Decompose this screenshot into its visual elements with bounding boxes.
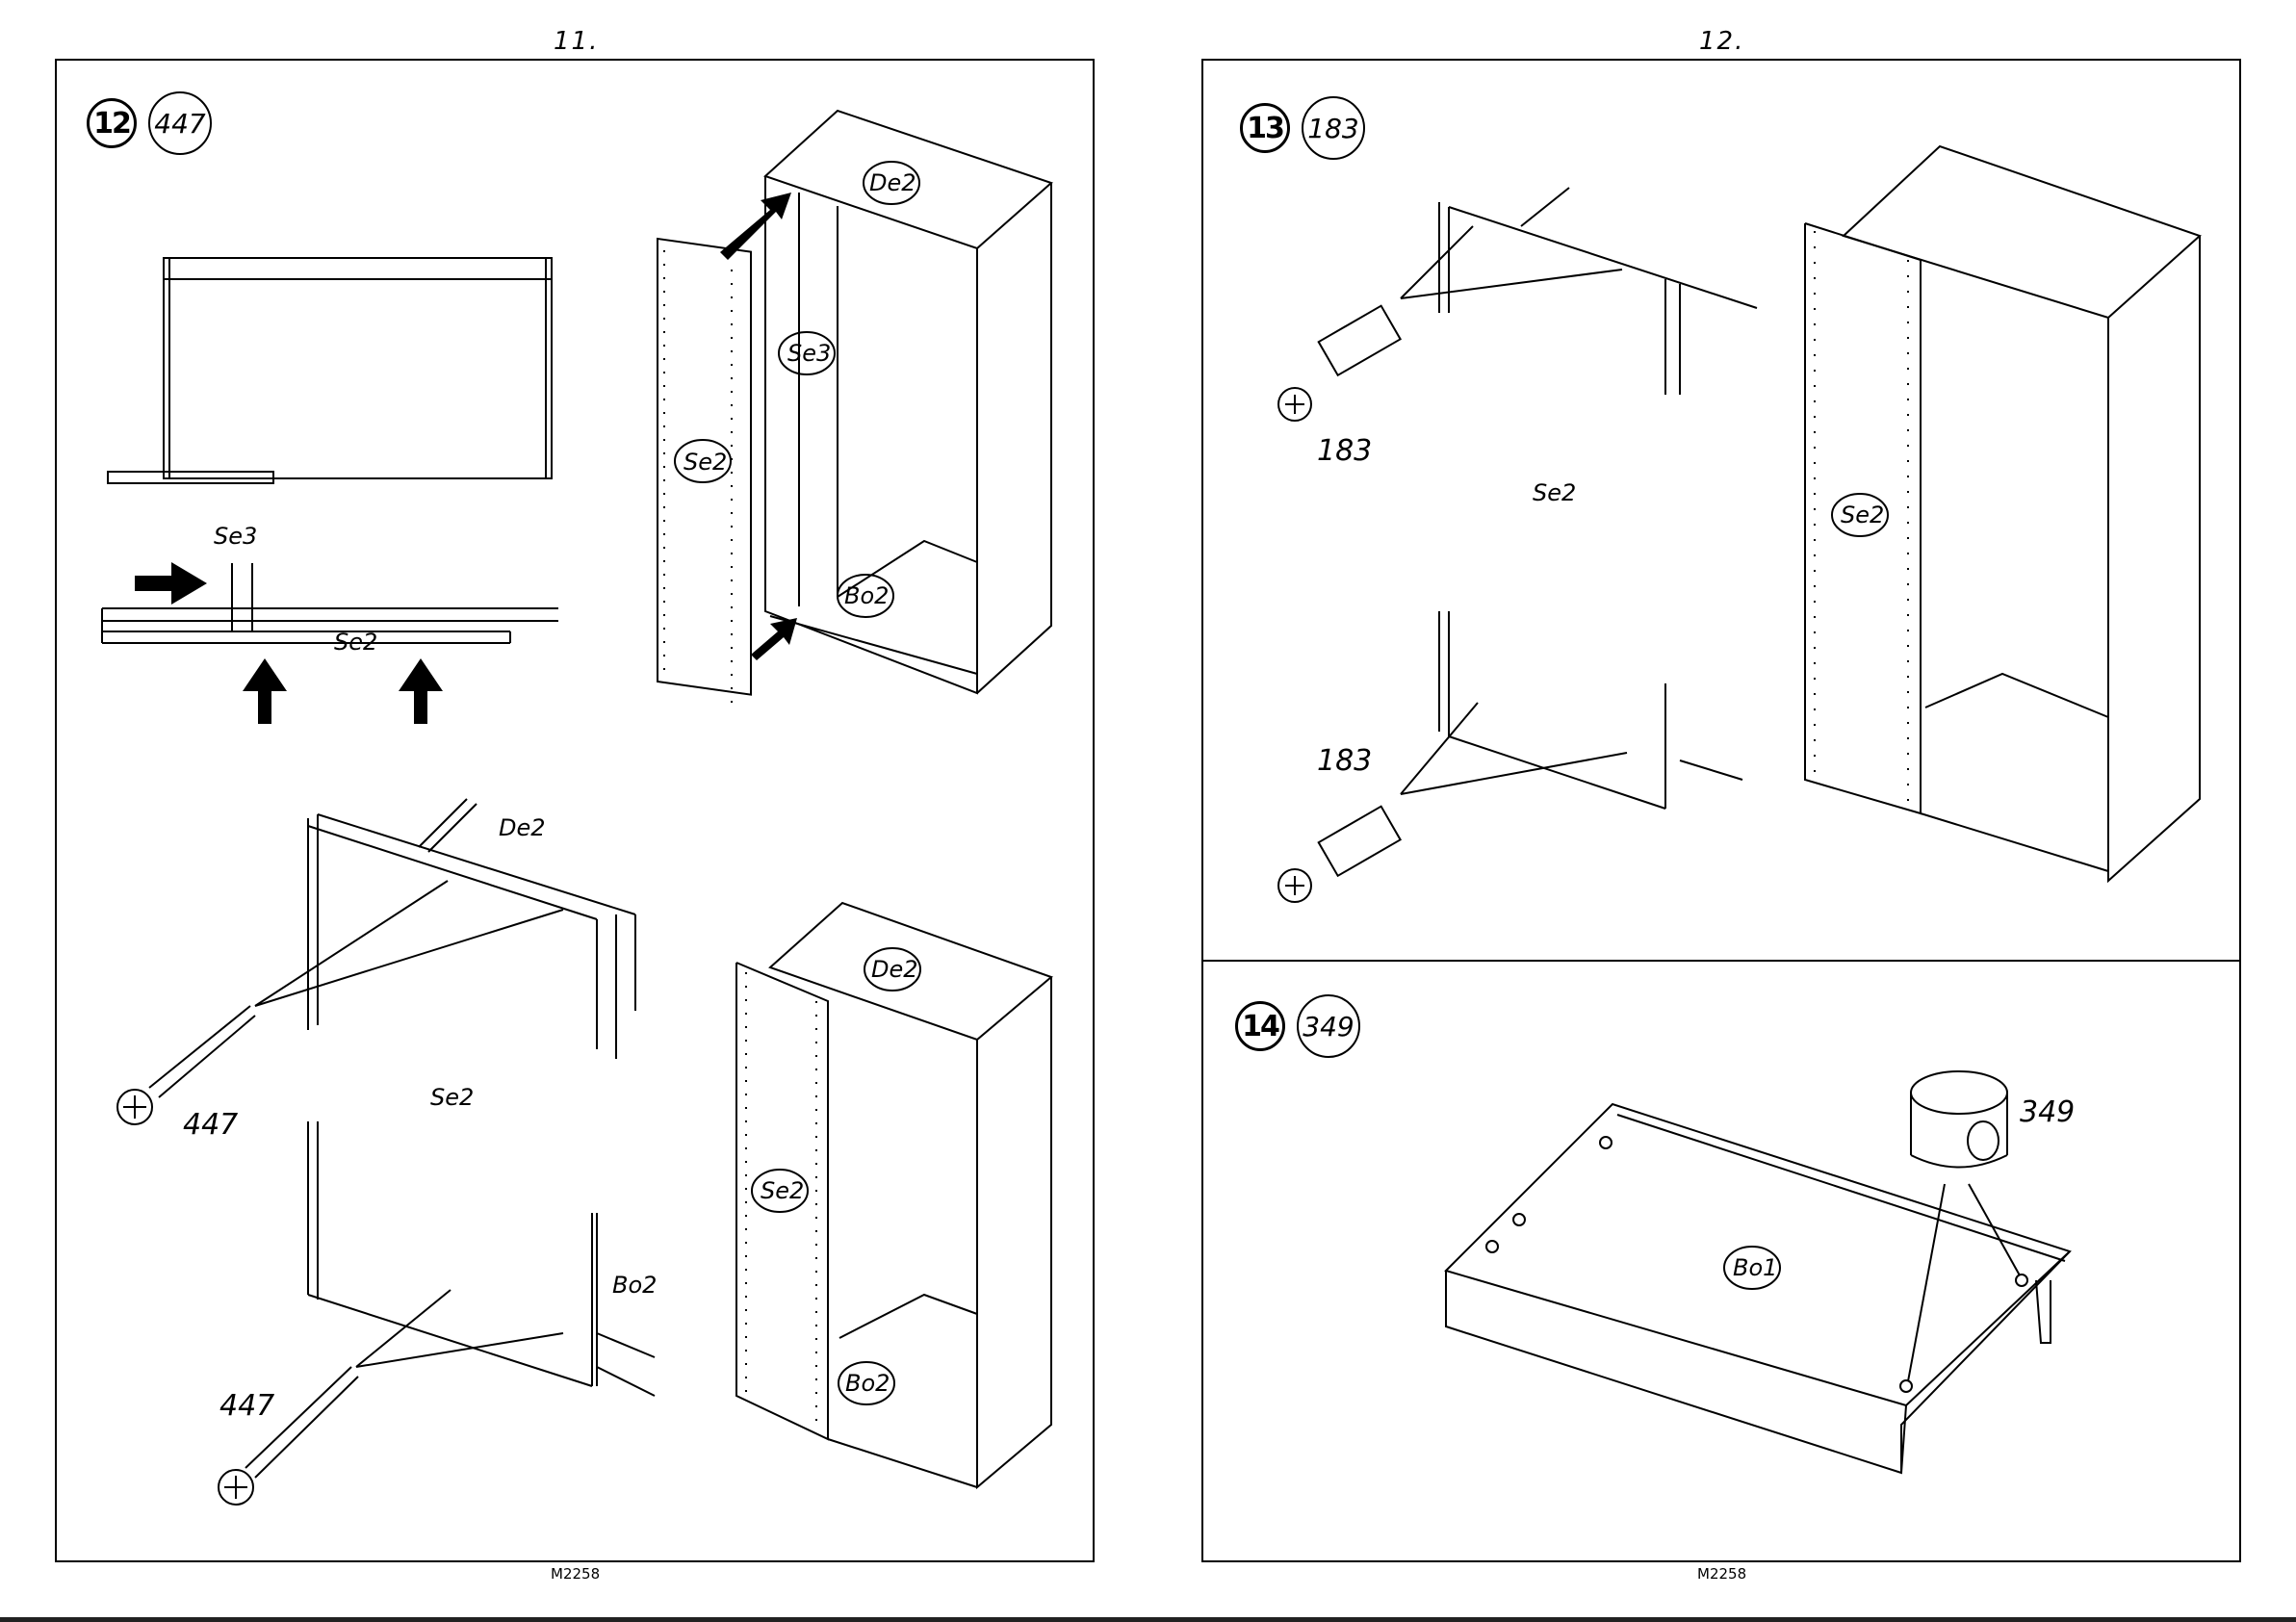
label-de2-final: De2 bbox=[871, 956, 918, 983]
label-se2-profile: Se2 bbox=[334, 629, 377, 656]
label-se2-detail: Se2 bbox=[430, 1084, 474, 1111]
profile-section bbox=[102, 563, 558, 643]
label-screw-bottom: 447 bbox=[219, 1389, 274, 1423]
label-bo2-final: Bo2 bbox=[845, 1370, 890, 1397]
cabinet-isometric-1 bbox=[658, 111, 1051, 703]
label-bo1-panel: Bo1 bbox=[1733, 1254, 1777, 1281]
label-screw-top: 447 bbox=[183, 1108, 238, 1142]
label-cam-lock: 349 bbox=[2020, 1095, 2075, 1129]
label-se2-panel: Se2 bbox=[684, 449, 727, 476]
label-de2-cabinet: De2 bbox=[869, 169, 916, 196]
panel-detail-top bbox=[308, 799, 635, 1059]
footer-code-left: M2258 bbox=[551, 1565, 600, 1583]
footer-code-right: M2258 bbox=[1697, 1565, 1746, 1583]
label-se3-cabinet: Se3 bbox=[787, 340, 831, 367]
bottom-edge bbox=[0, 1617, 2296, 1622]
panel-detail-bottom bbox=[308, 1121, 655, 1396]
arrow-icon bbox=[720, 193, 797, 660]
label-de2-detail: De2 bbox=[499, 814, 546, 841]
label-ellipses bbox=[675, 162, 1888, 1404]
label-dowel-top: 183 bbox=[1317, 434, 1372, 468]
label-dowel-bottom: 183 bbox=[1317, 744, 1372, 778]
label-bo2-detail: Bo2 bbox=[612, 1272, 657, 1299]
label-se2-cabinet-13: Se2 bbox=[1841, 502, 1884, 528]
screw-icon bbox=[117, 881, 563, 1124]
label-se2-detail-13: Se2 bbox=[1533, 479, 1576, 506]
label-se3-top: Se3 bbox=[214, 523, 257, 550]
frame-front-view bbox=[108, 258, 552, 483]
label-se2-final: Se2 bbox=[761, 1177, 804, 1204]
panel-detail-top-13 bbox=[1439, 188, 1757, 395]
dowel-icon bbox=[1278, 226, 1627, 902]
cam-lock-icon bbox=[1908, 1071, 2020, 1381]
label-bo2-cabinet: Bo2 bbox=[844, 582, 889, 609]
